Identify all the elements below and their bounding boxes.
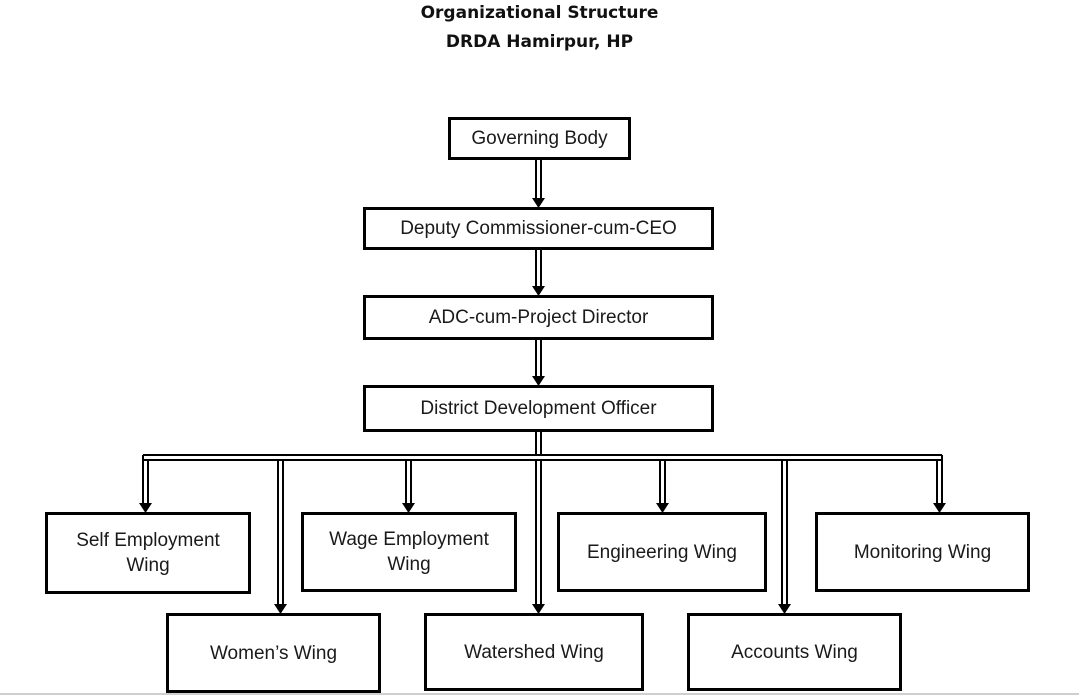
node-governing-body: Governing Body	[448, 117, 631, 160]
horizontal-bus	[143, 454, 942, 461]
node-self-employment-wing: Self Employment Wing	[45, 512, 251, 594]
node-watershed-wing: Watershed Wing	[424, 613, 644, 691]
diagram-subtitle: DRDA Hamirpur, HP	[445, 32, 634, 52]
diagram-title: Organizational Structure	[420, 3, 659, 23]
ddo-trunk	[535, 432, 542, 456]
drop-monitoring	[933, 455, 946, 513]
node-accounts-wing: Accounts Wing	[687, 613, 902, 691]
drop-accounts	[778, 460, 791, 614]
drop-watershed	[532, 460, 545, 614]
page-bottom-border	[0, 693, 1079, 695]
arrow-adc-to-ddo	[532, 340, 545, 386]
drop-self-employment	[139, 455, 152, 513]
drop-engineering	[656, 460, 669, 513]
node-monitoring-wing: Monitoring Wing	[815, 512, 1030, 592]
node-womens-wing: Women’s Wing	[166, 613, 381, 693]
node-wage-employment-wing: Wage Employment Wing	[301, 512, 517, 592]
arrow-governing-to-deputy	[532, 160, 545, 208]
node-deputy-commissioner: Deputy Commissioner-cum-CEO	[363, 207, 714, 250]
node-adc-project-director: ADC-cum-Project Director	[363, 295, 714, 340]
drop-womens	[274, 460, 287, 614]
drop-wage-employment	[402, 460, 415, 513]
node-engineering-wing: Engineering Wing	[557, 512, 767, 592]
node-district-development-officer: District Development Officer	[363, 385, 714, 432]
arrow-deputy-to-adc	[532, 250, 545, 296]
